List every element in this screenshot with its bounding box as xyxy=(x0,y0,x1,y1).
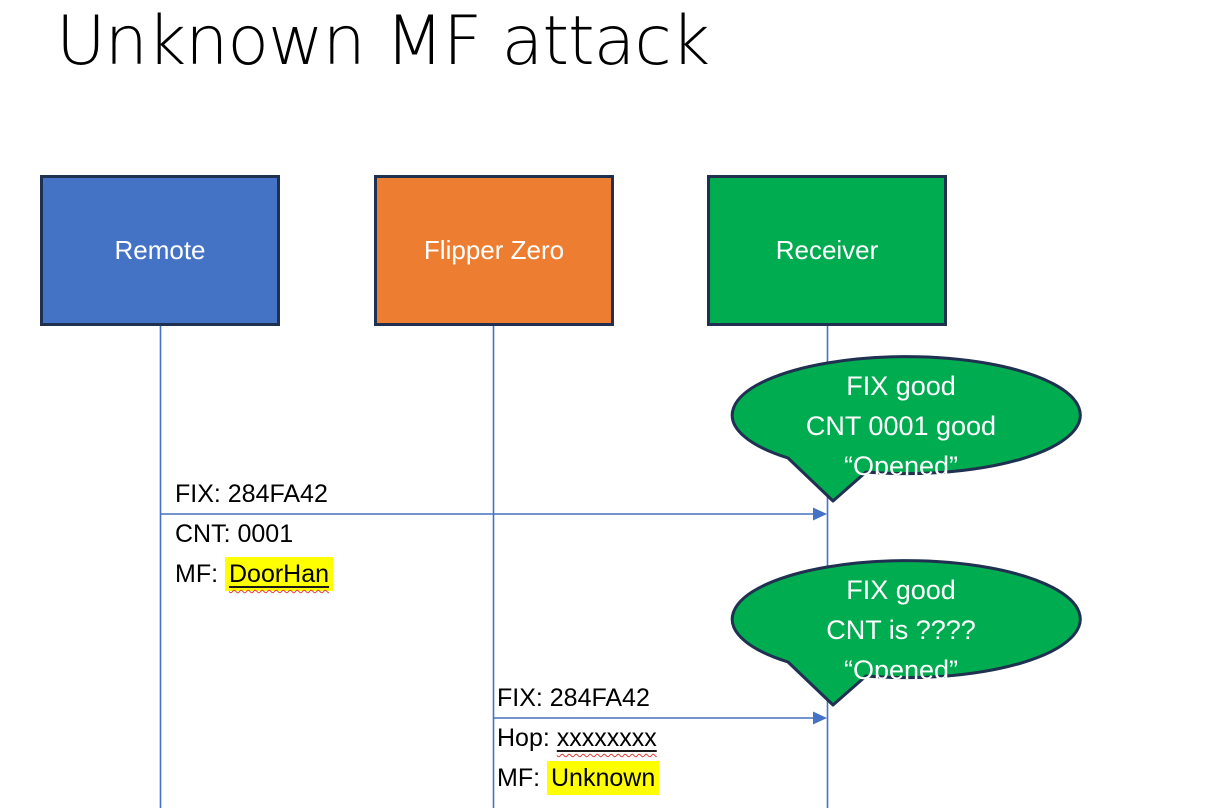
callout-2-bubble xyxy=(730,559,1082,707)
message-1-mf-line: MF: DoorHan xyxy=(175,554,334,594)
callout-1-text: FIX good CNT 0001 good “Opened” xyxy=(731,366,1071,486)
message-2-mf-value-highlight: Unknown xyxy=(547,761,660,795)
actor-label-receiver: Receiver xyxy=(775,235,879,265)
message-2-label: FIX: 284FA42 Hop: xxxxxxxx MF: Unknown xyxy=(497,678,660,798)
message-1-mf-value-highlight: DoorHan xyxy=(225,557,334,591)
callout-1-line-1: FIX good xyxy=(846,371,956,401)
message-2-hop-line: Hop: xxxxxxxx xyxy=(497,718,659,758)
callout-1-bubble xyxy=(730,355,1082,503)
message-1-mf-value: DoorHan xyxy=(229,560,330,588)
message-2-hop-prefix: Hop: xyxy=(497,724,557,752)
actor-box-receiver: Receiver xyxy=(707,175,947,326)
callout-1-line-3: “Opened” xyxy=(843,451,959,481)
message-2-hop-value-squiggle: xxxxxxxx xyxy=(557,724,657,752)
callout-2-line-1: FIX good xyxy=(846,575,956,605)
actor-label-remote: Remote xyxy=(114,235,206,265)
message-2-mf-prefix: MF: xyxy=(497,764,547,792)
callout-2-line-2: CNT is ???? xyxy=(826,615,976,645)
message-2-fix-line: FIX: 284FA42 xyxy=(497,684,650,712)
message-2-hop-value: xxxxxxxx xyxy=(556,724,657,752)
message-2-mf-line: MF: Unknown xyxy=(497,758,660,798)
message-1-arrowhead-icon xyxy=(813,507,827,521)
callout-2-text: FIX good CNT is ???? “Opened” xyxy=(731,570,1071,690)
message-2-mf-value: Unknown xyxy=(551,764,656,792)
message-1-mf-value-squiggle: DoorHan xyxy=(229,560,329,588)
actor-label-flipper-zero: Flipper Zero xyxy=(423,235,565,265)
message-1-fix-line: FIX: 284FA42 xyxy=(175,480,328,508)
actor-box-remote: Remote xyxy=(40,175,280,326)
actor-box-flipper-zero: Flipper Zero xyxy=(374,175,614,326)
message-1-mf-prefix: MF: xyxy=(175,560,225,588)
callout-2-line-3: “Opened” xyxy=(843,655,959,685)
message-1-label: FIX: 284FA42 CNT: 0001 MF: DoorHan xyxy=(175,474,334,594)
message-2-arrowhead-icon xyxy=(813,711,827,725)
message-1-cnt-line: CNT: 0001 xyxy=(175,520,294,548)
callout-1-line-2: CNT 0001 good xyxy=(805,411,997,441)
slide-title: Unknown MF attack xyxy=(56,2,710,81)
